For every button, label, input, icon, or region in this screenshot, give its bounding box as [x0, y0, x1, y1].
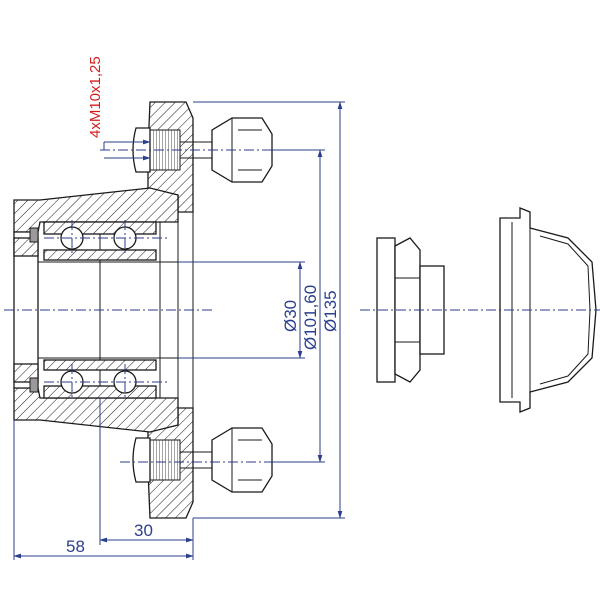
- seal-upper: [29, 227, 39, 243]
- center-lines: [4, 149, 600, 463]
- dim-width-30: 30: [134, 521, 153, 540]
- dim-dia-135: Ø135: [321, 290, 340, 332]
- dim-dia-101-60: Ø101,60: [301, 285, 320, 350]
- dim-width-58: 58: [66, 537, 85, 556]
- dim-dia-30: Ø30: [281, 300, 300, 332]
- seal-lower: [29, 377, 39, 393]
- stud-upper: [132, 117, 273, 183]
- dimension-lines: [13, 101, 345, 560]
- thread-callout: 4xM10x1,25: [87, 56, 104, 138]
- stud-lower: [132, 427, 273, 493]
